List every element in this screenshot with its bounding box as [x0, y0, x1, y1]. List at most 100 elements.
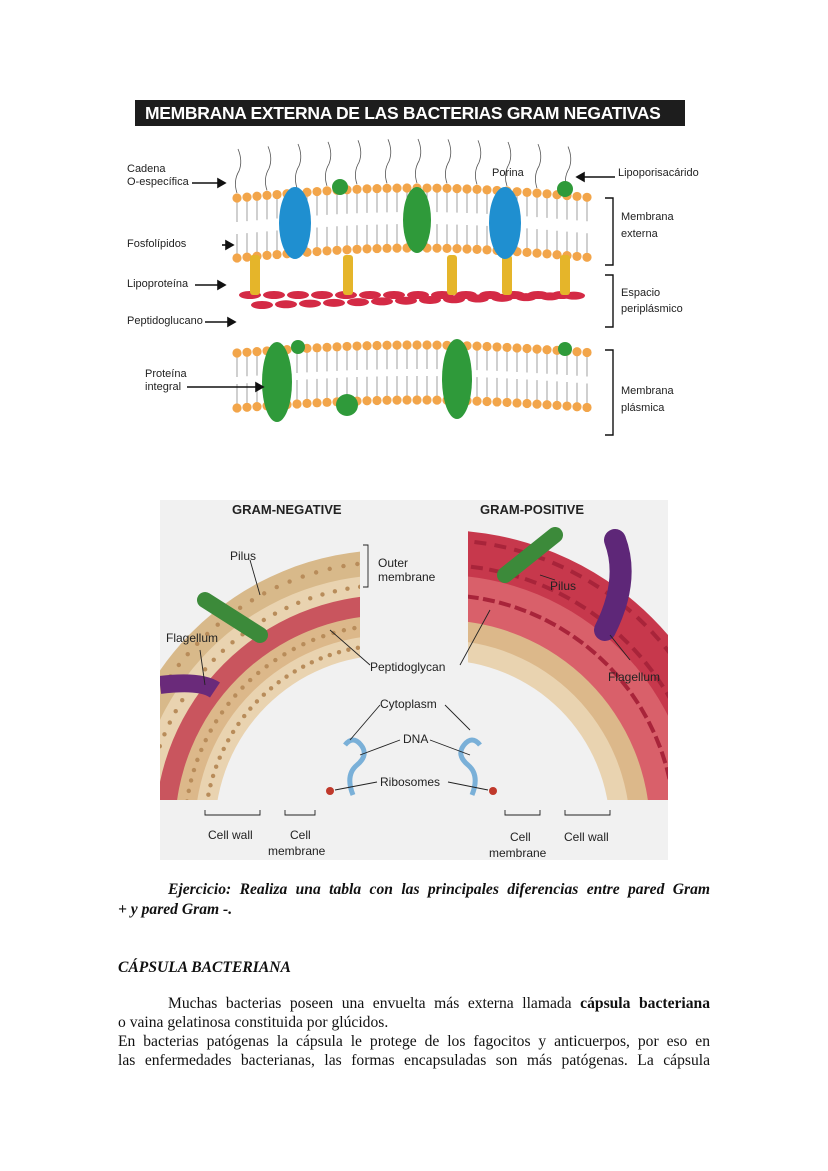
lipid-dot	[318, 656, 323, 661]
lipid-dot	[233, 693, 238, 698]
label-cell-wall-left: Cell wall	[208, 828, 253, 842]
label-cell-membrane-right: membrane	[489, 846, 547, 860]
o-chain	[295, 143, 302, 189]
dna-left-shape	[343, 737, 367, 796]
peptidoglycan-bar	[450, 593, 462, 598]
lipid-dot	[206, 792, 211, 797]
lipid-head	[432, 340, 442, 350]
lipid-dot	[336, 649, 342, 655]
peptidoglycan-bar	[664, 766, 668, 780]
lipid-dot	[208, 783, 213, 788]
peptidoglycan-bar	[541, 583, 555, 593]
lipid-dot	[213, 764, 219, 769]
integral-protein-shape	[262, 342, 292, 422]
lipid-dot	[355, 561, 360, 567]
label-fosfolipidos: Fosfolípidos	[127, 238, 187, 250]
lipid-dot	[363, 624, 367, 628]
peptidoglycan-bar	[544, 617, 557, 628]
lipid-head	[392, 183, 402, 193]
lipid-dot	[375, 643, 379, 647]
lipid-dot	[185, 799, 189, 800]
peptidoglycan-bar	[551, 560, 565, 570]
lipid-dot	[205, 802, 209, 806]
peptidoglycan-unit	[251, 301, 273, 309]
lipid-head	[312, 186, 322, 197]
peptidoglycan-bar	[572, 634, 585, 646]
lipid-dot	[284, 674, 289, 679]
lipid-head	[382, 395, 392, 405]
lipid-dot	[373, 623, 377, 627]
lipid-head	[542, 189, 552, 199]
ribosome-left-shape	[326, 787, 334, 795]
lipid-dot	[242, 713, 247, 719]
label-pilus-left: Pilus	[230, 549, 257, 563]
lipid-head	[472, 396, 482, 406]
lipid-head	[232, 348, 242, 358]
peptidoglycan-bar	[498, 600, 512, 608]
lipid-head	[382, 183, 392, 193]
lipid-head	[422, 183, 432, 193]
lipid-head	[252, 191, 262, 201]
peptidoglycan-unit	[299, 299, 321, 308]
lipid-head	[552, 250, 562, 260]
lipid-dot	[300, 664, 306, 669]
flagellum-left-shape	[160, 674, 220, 698]
protein-shape	[336, 394, 358, 416]
lipid-dot	[191, 767, 197, 773]
lipid-dot	[202, 667, 208, 672]
lipid-head	[522, 187, 532, 197]
lipid-head	[462, 244, 472, 254]
lipid-head	[382, 340, 392, 350]
lipid-head	[352, 341, 362, 351]
peptidoglycan-bar	[474, 540, 487, 546]
lipid-dot	[256, 670, 261, 676]
lipid-head	[522, 343, 532, 354]
protein-shape	[291, 340, 305, 354]
lipid-dot	[296, 600, 301, 606]
lipid-head	[542, 345, 552, 355]
lipid-dot	[162, 732, 167, 737]
lipid-head	[522, 247, 532, 257]
lipid-dot	[371, 583, 375, 587]
pointer-arrowhead	[217, 279, 227, 291]
peptidoglycan-bar	[654, 675, 665, 688]
peptidoglycan-bar	[664, 691, 668, 704]
lipoprotein-shape	[447, 255, 457, 295]
membrane-diagram	[187, 138, 615, 436]
lipoprotein-shape	[502, 255, 512, 295]
lipid-dot	[211, 657, 216, 663]
label-cell-wall-right: Cell wall	[564, 830, 609, 844]
peptidoglycan-bar	[650, 630, 662, 642]
o-chain	[325, 141, 332, 187]
lipid-head	[272, 189, 282, 200]
lipid-dot	[167, 720, 172, 725]
lipid-head	[292, 399, 302, 409]
lipid-dot	[282, 652, 287, 657]
bracket	[605, 349, 614, 436]
lipid-head	[392, 340, 402, 350]
lipid-dot	[341, 563, 346, 569]
lipid-head	[472, 341, 482, 351]
lipid-head	[422, 340, 432, 350]
lipid-head	[412, 340, 422, 350]
lipid-dot	[173, 709, 178, 714]
lipid-dot	[346, 647, 351, 652]
lipid-head	[312, 246, 322, 257]
o-chain	[265, 146, 272, 191]
bracket	[605, 274, 614, 328]
o-chain	[415, 138, 422, 184]
lipid-head	[542, 400, 552, 410]
protein-shape	[557, 181, 573, 197]
peptidoglycan-unit	[323, 298, 345, 307]
peptidoglycan-bar	[646, 720, 656, 734]
lipid-head	[272, 249, 282, 260]
peptidoglycan-bar	[569, 569, 583, 579]
label-membrana-externa: Membrana	[621, 211, 674, 223]
flagellum-right-shape	[594, 529, 632, 641]
peptidoglycan-bar	[618, 633, 630, 645]
peptidoglycan-unit	[395, 296, 417, 305]
lipid-head	[402, 395, 412, 405]
pointer-arrowhead	[217, 177, 227, 189]
lipid-head	[322, 186, 332, 196]
label-cytoplasm: Cytoplasm	[380, 697, 437, 711]
